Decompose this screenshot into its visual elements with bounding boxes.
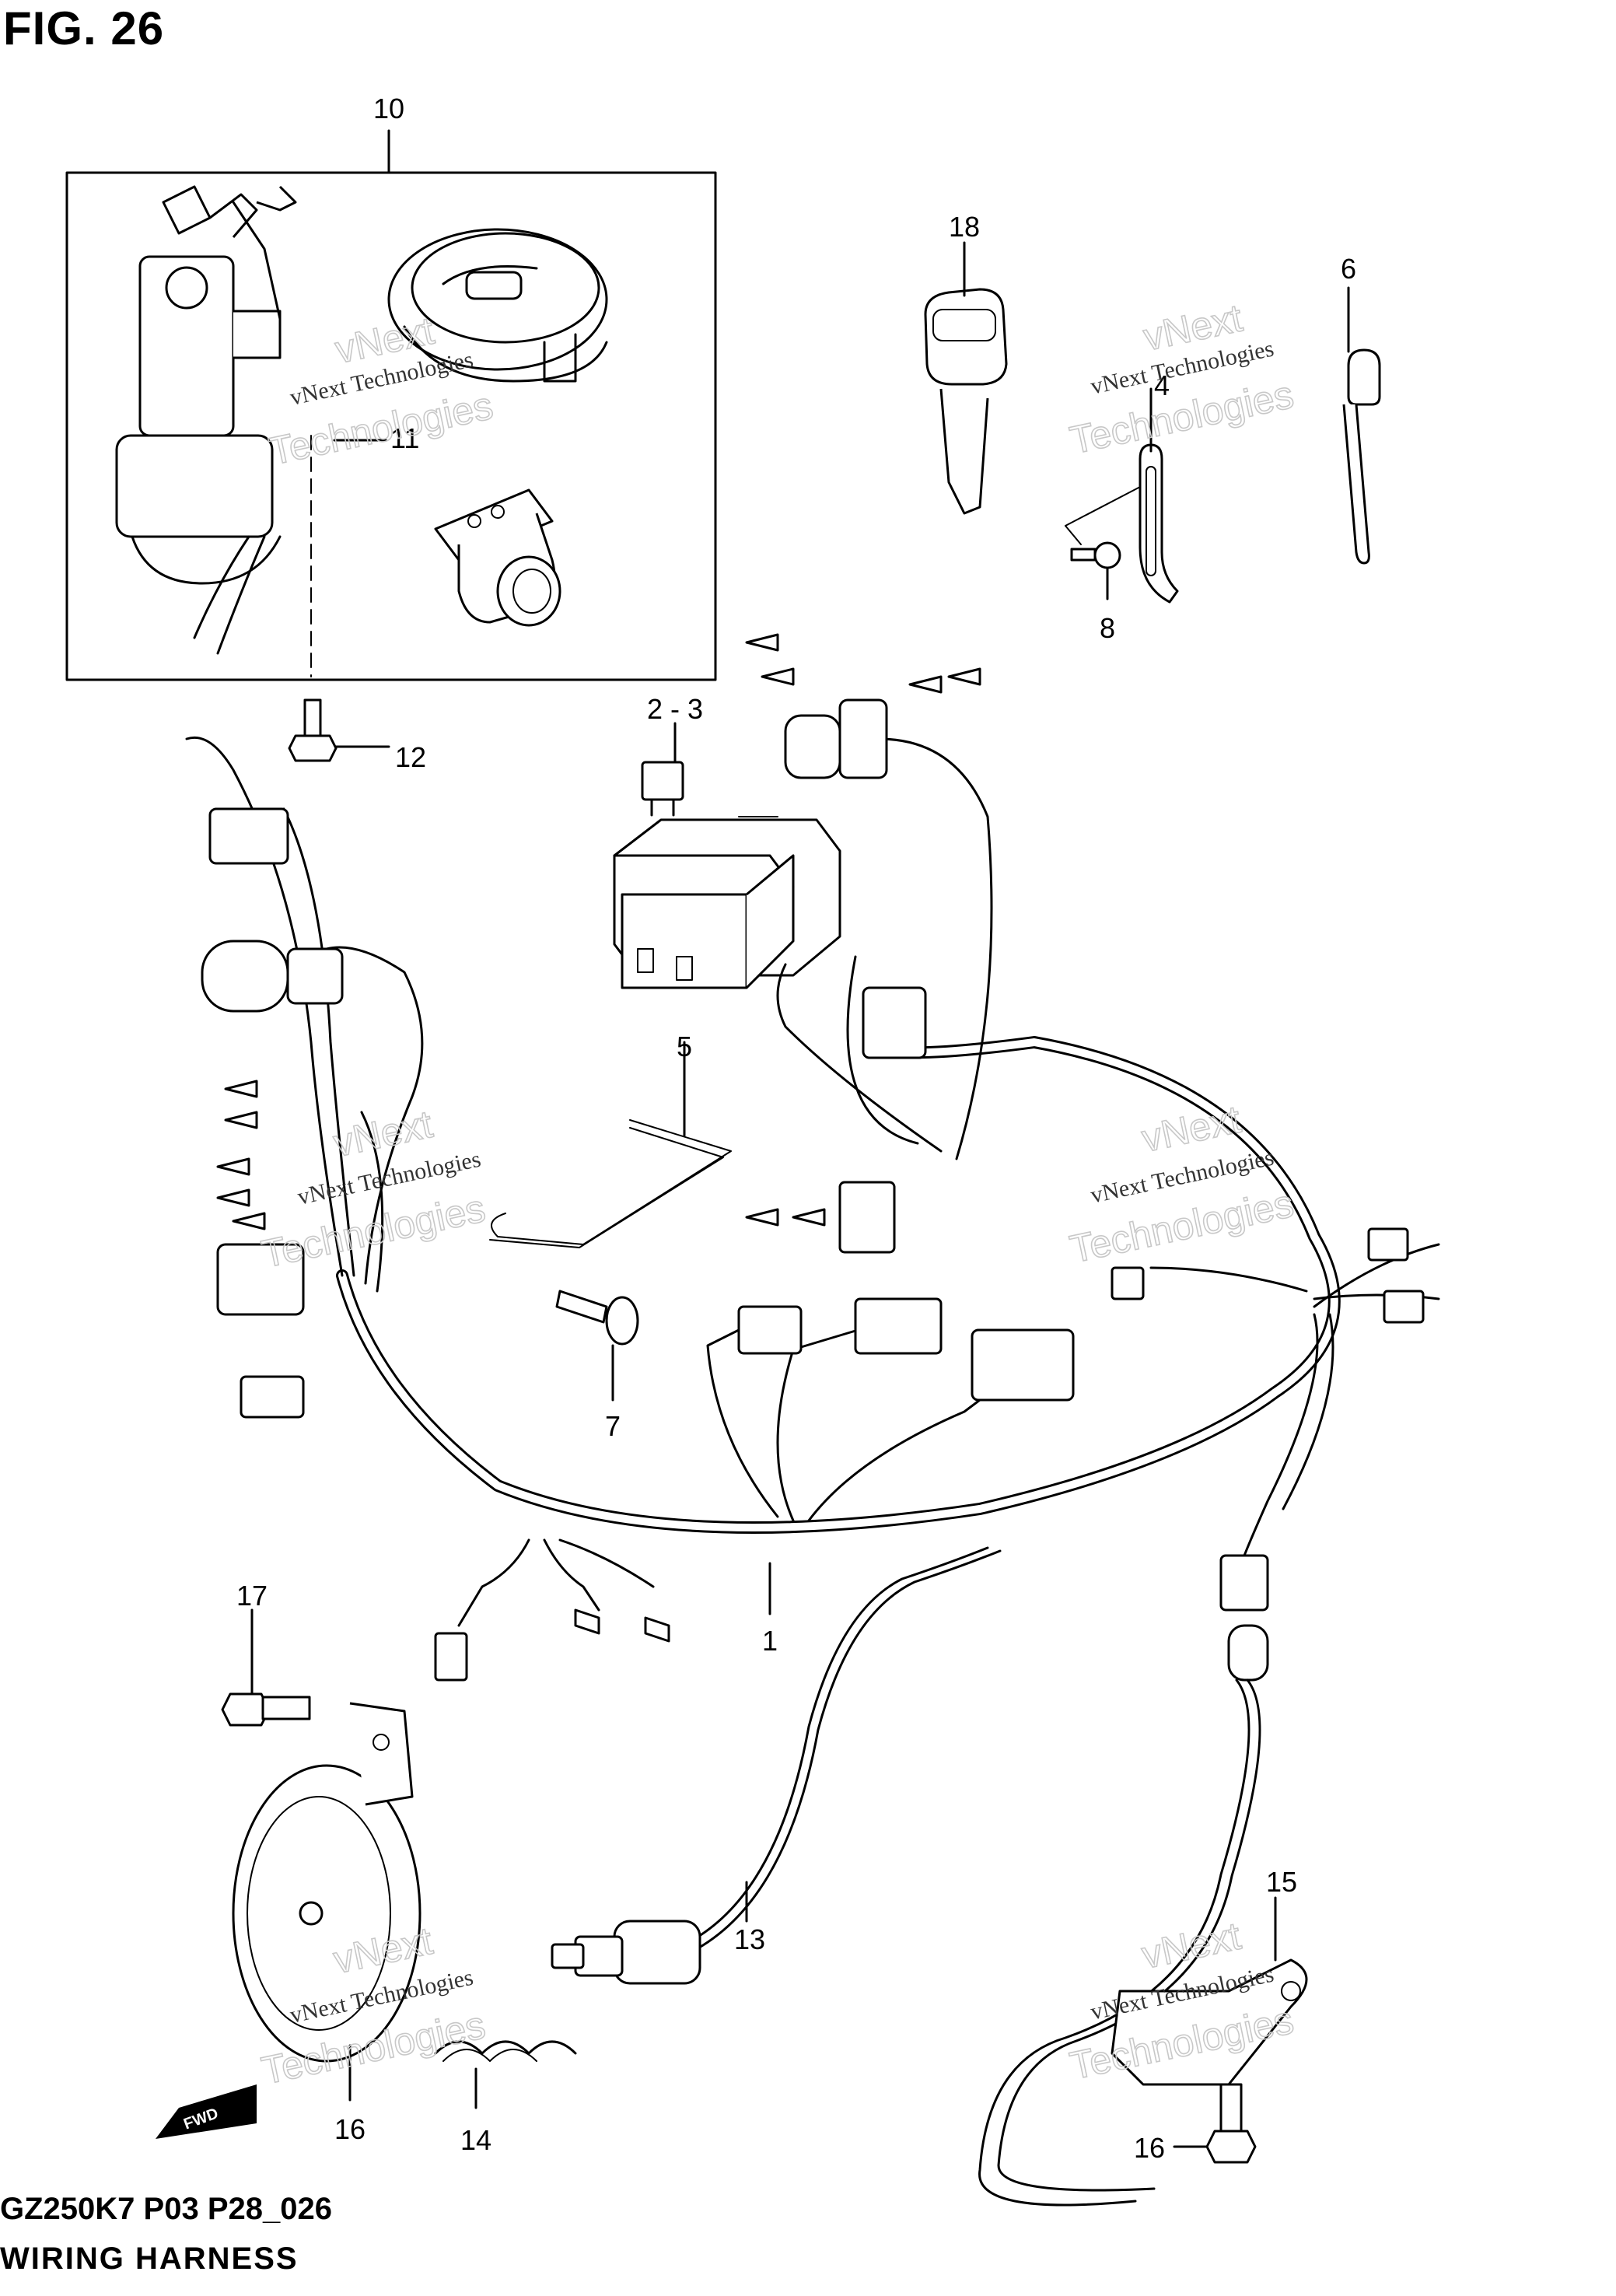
callout-10: 11 xyxy=(390,422,419,454)
watermark-outline: vNext xyxy=(330,1102,436,1165)
callout-7: 7 xyxy=(605,1410,621,1442)
screw-7 xyxy=(555,1290,639,1402)
watermark-mid-right: vNext Technologies vNext Technologies xyxy=(1065,1097,1298,1272)
callout-14: 15 xyxy=(1266,1866,1297,1898)
bolt-11 xyxy=(288,698,390,762)
forward-direction-badge: FWD xyxy=(156,2084,257,2139)
cable-tie-6 xyxy=(1342,286,1381,565)
ignition-kit-frame xyxy=(65,171,717,681)
watermark-outline: Technologies xyxy=(258,1186,489,1276)
callout-11: 12 xyxy=(395,741,426,773)
callout-18: 18 xyxy=(949,211,980,243)
callout-2-3: 2 - 3 xyxy=(647,693,703,725)
watermark-outline: vNext xyxy=(1138,1914,1244,1977)
fuel-tank-cap xyxy=(387,228,608,383)
relay-fuse-box xyxy=(613,816,841,989)
callout-9: 10 xyxy=(373,93,404,124)
watermark-outline: vNext xyxy=(1138,1097,1244,1160)
bolt-15 xyxy=(1173,2083,1257,2164)
figure-title: FIG. 26 xyxy=(3,2,165,54)
callout-15-label: 16 xyxy=(1134,2132,1165,2164)
earth-wire-4 xyxy=(489,1041,732,1248)
horn xyxy=(232,1702,421,2102)
screw-8 xyxy=(1070,541,1121,600)
watermark-mid-left: vNext Technologies vNext Technologies xyxy=(257,1101,490,1276)
main-wiring-harness xyxy=(185,633,1440,1682)
callout-5: 4 xyxy=(1154,369,1170,401)
ignition-switch xyxy=(115,185,312,677)
fuse-2-3 xyxy=(641,722,684,817)
callout-16: 16 xyxy=(334,2113,366,2145)
clamp-5 xyxy=(1065,387,1179,604)
ignition-key xyxy=(924,241,1008,515)
model-code: GZ250K7 P03 P28_026 xyxy=(0,2192,332,2226)
ignition-kit-group xyxy=(65,129,717,681)
callout-1: 1 xyxy=(762,1625,778,1657)
callout-17: 17 xyxy=(236,1580,268,1612)
callout-13: 14 xyxy=(460,2124,491,2156)
sensor-14 xyxy=(978,1678,1308,2207)
bolt-17 xyxy=(221,1608,311,1727)
callout-12: 13 xyxy=(734,1923,765,1955)
callout-4: 5 xyxy=(677,1031,692,1062)
neutral-switch-lead-12 xyxy=(551,1546,1002,1985)
callout-8: 8 xyxy=(1100,612,1115,644)
callout-6: 6 xyxy=(1341,253,1356,285)
spring-13 xyxy=(434,2040,577,2109)
seat-lock xyxy=(434,488,561,627)
watermark-top-right: vNext Technologies vNext Technologies xyxy=(1065,296,1298,464)
section-name: WIRING HARNESS xyxy=(0,2242,299,2276)
